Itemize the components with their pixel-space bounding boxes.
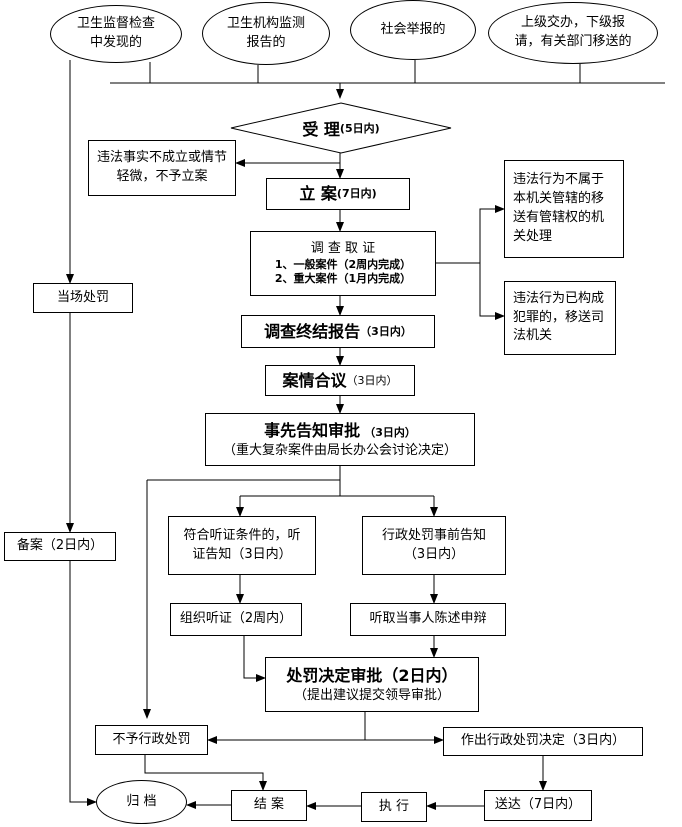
transfer-judicial-text: 违法行为已构成犯罪的，移送司法机关	[513, 290, 605, 344]
investigate-title: 调 查 取 证	[310, 240, 376, 256]
no-penalty-text: 不予行政处罚	[112, 731, 191, 747]
case-discussion-title: 案情合议	[282, 370, 347, 390]
prior-notice-limit: （3日内）	[364, 425, 416, 439]
connector-no-penalty-to-close	[144, 755, 267, 791]
decision-approval-title: 处罚决定审批（2日内）	[286, 665, 458, 685]
no-case-box: 违法事实不成立或情节轻微，不予立案	[88, 140, 236, 196]
source-monitoring-text: 卫生机构监测报告的	[226, 15, 305, 50]
investigate-line2: 2、重大案件（1月内完成）	[274, 271, 412, 285]
connector-hearing-to-decision	[243, 636, 266, 682]
penalty-notice-line2: （3日内）	[403, 546, 465, 562]
penalty-notice-box: 行政处罚事前告知 （3日内）	[362, 516, 506, 575]
close-case-text: 结 案	[253, 797, 285, 813]
deliver-text: 送达（7日内）	[494, 797, 582, 813]
connector-filing-to-archive	[69, 561, 97, 806]
prior-notice-box: 事先告知审批 （3日内） （重大复杂案件由局长办公会讨论决定）	[205, 413, 475, 466]
source-inspection: 卫生监督检查中发现的	[50, 5, 182, 63]
hearing-notice-line2: 证告知（3日内）	[192, 546, 292, 562]
connector-to-transfer-agency	[479, 205, 505, 263]
deliver-box: 送达（7日内）	[484, 790, 592, 821]
file-case-title: 立 案	[299, 184, 337, 204]
accept-limit: (5日内)	[339, 122, 380, 135]
no-case-text: 违法事实不成立或情节轻微，不予立案	[97, 150, 228, 184]
decision-approval-box: 处罚决定审批（2日内） （提出建议提交领导审批）	[265, 657, 479, 712]
accept-label: 受 理 (5日内)	[260, 115, 422, 141]
archive-ellipse: 归 档	[96, 780, 187, 824]
archive-text: 归 档	[126, 793, 157, 809]
source-transfer: 上级交办，下级报请，有关部门移送的	[488, 2, 658, 64]
transfer-agency-text: 违法行为不属于本机关管辖的移送有管辖权的机关处理	[513, 172, 605, 244]
source-report: 社会举报的	[350, 0, 476, 60]
decision-approval-note: （提出建议提交领导审批）	[293, 687, 450, 703]
final-report-title: 调查终结报告	[264, 321, 361, 341]
case-discussion-box: 案情合议 （3日内）	[265, 365, 415, 396]
execute-text: 执 行	[378, 798, 410, 814]
hearing-notice-line1: 符合听证条件的，听	[183, 527, 301, 543]
accept-title: 受 理	[302, 120, 340, 139]
final-report-box: 调查终结报告 （3日内）	[241, 315, 435, 348]
investigate-box: 调 查 取 证 1、一般案件（2周内完成） 2、重大案件（1月内完成）	[250, 231, 436, 296]
on-spot-text: 当场处罚	[56, 289, 109, 305]
hear-statement-text: 听取当事人陈述申辩	[369, 611, 487, 627]
source-report-text: 社会举报的	[380, 21, 446, 37]
make-decision-text: 作出行政处罚决定（3日内）	[460, 733, 626, 749]
penalty-notice-line1: 行政处罚事前告知	[381, 527, 486, 543]
filing-box: 备案（2日内）	[4, 532, 116, 561]
prior-notice-note: （重大复杂案件由局长办公会讨论决定）	[222, 442, 457, 458]
source-inspection-text: 卫生监督检查中发现的	[76, 16, 155, 50]
transfer-judicial-box: 违法行为已构成犯罪的，移送司法机关	[504, 281, 616, 355]
no-penalty-box: 不予行政处罚	[95, 725, 208, 755]
case-discussion-limit: （3日内）	[346, 373, 398, 387]
organize-hearing-box: 组织听证（2周内）	[170, 603, 302, 636]
file-case-limit: (7日内)	[336, 187, 377, 201]
connector-to-no-case	[235, 150, 341, 167]
prior-notice-header: 事先告知审批 （3日内）	[264, 420, 416, 442]
execute-box: 执 行	[361, 792, 427, 822]
source-monitoring: 卫生机构监测报告的	[202, 2, 330, 65]
filing-text: 备案（2日内）	[16, 538, 104, 554]
on-spot-box: 当场处罚	[33, 283, 133, 313]
organize-hearing-text: 组织听证（2周内）	[179, 611, 293, 627]
close-case-box: 结 案	[231, 790, 307, 821]
final-report-limit: （3日内）	[360, 324, 412, 338]
connector-to-transfer-judicial	[479, 263, 505, 320]
investigate-line1: 1、一般案件（2周内完成）	[274, 257, 412, 271]
make-decision-box: 作出行政处罚决定（3日内）	[443, 727, 643, 756]
prior-notice-title: 事先告知审批	[264, 420, 361, 440]
hearing-notice-box: 符合听证条件的，听 证告知（3日内）	[168, 516, 316, 575]
file-case-box: 立 案 (7日内)	[266, 178, 410, 210]
hear-statement-box: 听取当事人陈述申辩	[350, 603, 506, 636]
source-transfer-text: 上级交办，下级报请，有关部门移送的	[514, 15, 632, 49]
accept-diamond	[230, 102, 452, 154]
transfer-agency-box: 违法行为不属于本机关管辖的移送有管辖权的机关处理	[504, 160, 624, 258]
